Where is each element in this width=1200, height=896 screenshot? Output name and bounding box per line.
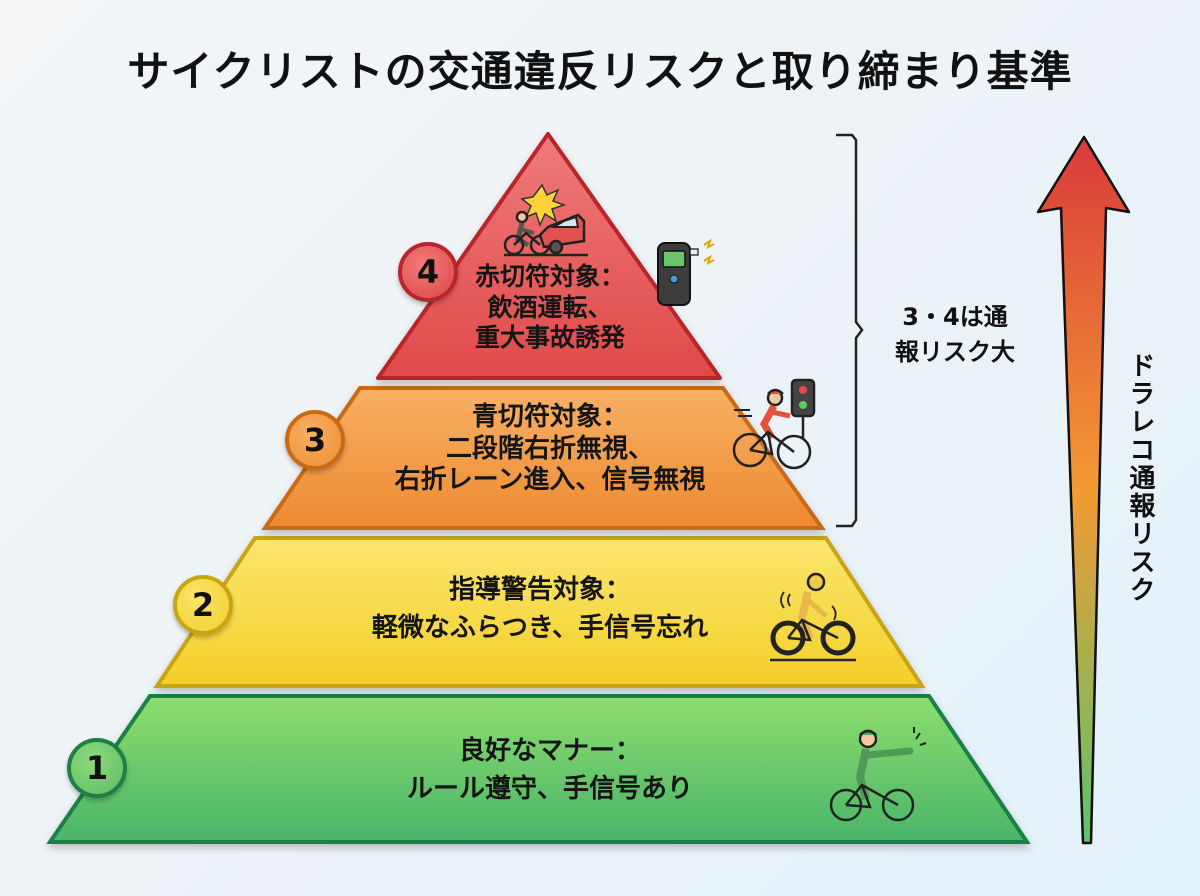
- risk-arrow: [1036, 135, 1131, 845]
- bicycle-car-collision-icon: [503, 183, 588, 257]
- tier-4-badge: 4: [398, 242, 458, 302]
- bracket-label: 3・4は通 報リスク大: [895, 303, 1015, 366]
- tier-2-line: 軽微なふらつき、手信号忘れ: [371, 612, 709, 643]
- tier-3-line: 二段階右折無視、: [445, 433, 654, 464]
- tier-1-badge: 1: [67, 738, 127, 798]
- tier-2-text: 指導警告対象： 軽微なふらつき、手信号忘れ: [300, 572, 780, 647]
- tier-1-line: ルール遵守、手信号あり: [406, 773, 693, 804]
- tier-1-text: 良好なマナー： ルール遵守、手信号あり: [310, 733, 790, 808]
- tier-3-orange: [261, 386, 826, 530]
- tier-4-heading: 赤切符対象：: [474, 262, 625, 291]
- tier-3-badge: 3: [285, 410, 345, 470]
- tier-4-line: 飲酒運転、: [487, 292, 613, 322]
- breathalyzer-icon: [657, 238, 715, 306]
- page-title: サイクリストの交通違反リスクと取り締まり基準: [127, 47, 1073, 96]
- tier-2-heading: 指導警告対象：: [448, 575, 631, 605]
- tier-2-badge: 2: [173, 575, 233, 635]
- tier-3-text: 青切符対象： 二段階右折無視、 右折レーン進入、信号無視: [330, 402, 770, 497]
- bracket: [836, 133, 864, 528]
- cyclist-traffic-light-icon: [732, 378, 816, 470]
- tier-3-line: 右折レーン進入、信号無視: [394, 465, 706, 496]
- tier-2-yellow: [153, 536, 926, 688]
- wobbling-cyclist-icon: [770, 572, 856, 662]
- hand-signal-cyclist-icon: [829, 727, 927, 822]
- tier-1-heading: 良好なマナー：: [458, 736, 641, 766]
- risk-arrow-label: ドラレコ通報リスク: [1125, 352, 1155, 604]
- tier-4-line: 重大事故誘発: [474, 323, 625, 352]
- tier-3-heading: 青切符対象：: [471, 402, 628, 432]
- tier-4-text: 赤切符対象： 飲酒運転、 重大事故誘発: [440, 262, 660, 354]
